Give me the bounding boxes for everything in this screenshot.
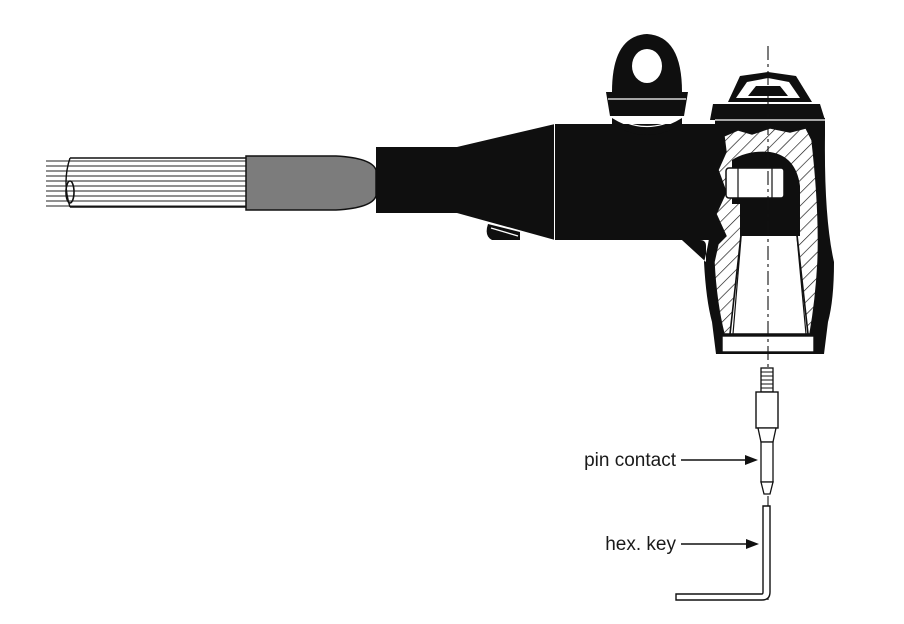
elbow-upper-block [555,124,725,240]
cutaway-section [713,127,820,353]
pin-contact-arrow [681,455,758,465]
pulling-eye [606,34,688,135]
cable [46,157,246,208]
cable-jacket-outline [65,157,246,208]
hex-key [675,505,771,601]
hex-key-arrow [681,539,759,549]
cable-cut-end [65,180,75,204]
pin-contact [755,367,779,495]
pin-contact-label: pin contact [584,450,677,471]
cable-strands [46,160,246,207]
grey-sleeve [245,155,377,211]
black-collar [376,147,457,213]
inner-cavity [729,225,809,335]
cone-housing [457,124,555,240]
housing-tab-highlight [490,227,519,237]
hex-key-label: hex. key [605,534,676,555]
lug-bolt [725,167,785,199]
test-point-cap [710,104,825,120]
